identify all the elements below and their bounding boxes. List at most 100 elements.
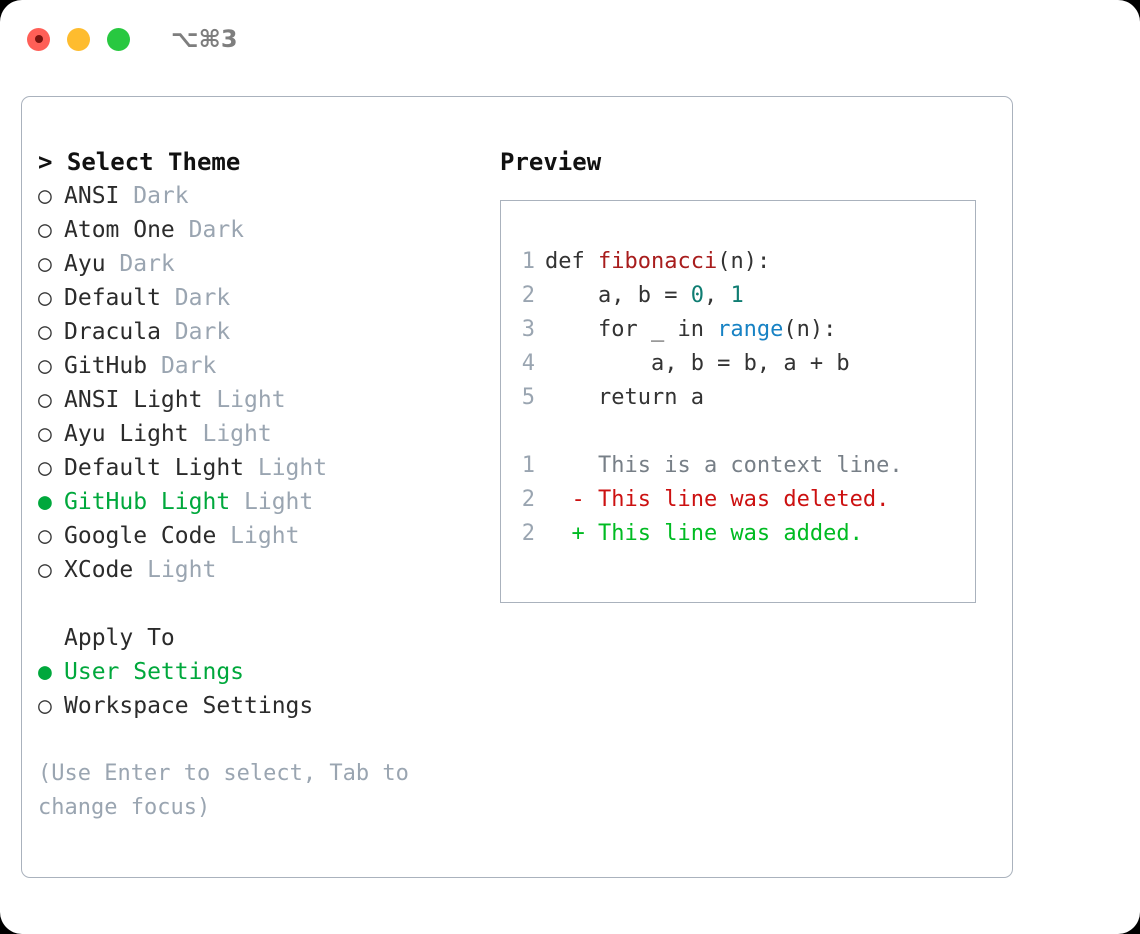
diff-sign: + — [545, 521, 598, 546]
code-token: (n): — [783, 317, 837, 342]
theme-name: ANSI — [64, 183, 120, 209]
line-number: 2 — [521, 283, 535, 308]
code-token: def — [545, 249, 598, 274]
close-button[interactable] — [27, 27, 50, 51]
theme-name: GitHub Light — [64, 489, 231, 515]
radio-unselected-icon: ○ — [38, 421, 52, 447]
apply-to-section: Apply To ● User Settings ○ Workspace Settin… — [38, 621, 478, 723]
radio-unselected-icon: ○ — [38, 693, 52, 719]
apply-to-list: ● User Settings ○ Workspace Settings — [38, 655, 478, 723]
traffic-light-buttons — [27, 27, 130, 51]
diff-text: This line was added. — [597, 521, 863, 546]
theme-list-item[interactable]: ○ Default Light Light — [38, 451, 478, 485]
theme-category-tag: Light — [188, 421, 272, 447]
theme-name: XCode — [64, 557, 134, 583]
code-line: 1 def fibonacci(n): — [501, 245, 975, 279]
theme-list-item[interactable]: ● GitHub Light Light — [38, 485, 478, 519]
line-number: 1 — [521, 249, 535, 274]
selection-caret: > — [38, 148, 53, 176]
theme-category-tag: Dark — [160, 285, 231, 311]
code-line: 4 a, b = b, a + b — [501, 347, 975, 381]
code-token: (n): — [717, 249, 771, 274]
code-line: 5 return a — [501, 381, 975, 415]
theme-category-tag: Dark — [119, 183, 189, 209]
diff-line: 2 + This line was added. — [501, 517, 975, 551]
theme-list-item[interactable]: ○ Ayu Light Light — [38, 417, 478, 451]
radio-unselected-icon: ○ — [38, 183, 52, 209]
theme-list-item[interactable]: ○ Atom One Dark — [38, 213, 478, 247]
theme-category-tag: Light — [216, 523, 300, 549]
line-number: 5 — [521, 385, 535, 410]
theme-list-item[interactable]: ○Ayu Dark — [38, 247, 478, 281]
apply-to-heading-text: Apply To — [64, 625, 175, 651]
main-panel: > Select Theme ○ANSI Dark○Atom One Dark○… — [21, 96, 1013, 878]
diff-line: 1 This is a context line. — [501, 449, 975, 483]
radio-selected-icon: ● — [38, 489, 52, 515]
theme-name: GitHub — [64, 353, 148, 379]
code-token: a, b = b, a + b — [545, 351, 850, 376]
theme-list-item[interactable]: ○GitHub Dark — [38, 349, 478, 383]
theme-category-tag: Light — [133, 557, 217, 583]
theme-selection-column: > Select Theme ○ANSI Dark○Atom One Dark○… — [38, 145, 478, 825]
diff-text: This line was deleted. — [597, 487, 890, 512]
code-diff-separator — [501, 415, 975, 449]
code-token: , — [703, 283, 731, 308]
keyboard-shortcut-label: ⌥⌘3 — [171, 25, 238, 53]
line-number: 2 — [521, 487, 535, 512]
diff-text: This is a context line. — [597, 453, 903, 478]
code-token: 0 — [690, 283, 704, 308]
radio-unselected-icon: ○ — [38, 455, 52, 481]
apply-to-option-label: User Settings — [64, 659, 245, 685]
theme-name: Default — [64, 285, 161, 311]
keyboard-hint: (Use Enter to select, Tab to change focu… — [38, 761, 423, 820]
code-token: for _ in — [545, 317, 718, 342]
minimize-button[interactable] — [67, 27, 90, 51]
theme-list-item[interactable]: ○ XCode Light — [38, 553, 478, 587]
radio-unselected-icon: ○ — [38, 285, 52, 311]
apply-to-heading: Apply To — [38, 621, 478, 655]
theme-name: Ayu Light — [64, 421, 189, 447]
radio-unselected-icon: ○ — [38, 557, 52, 583]
theme-name: Default Light — [64, 455, 245, 481]
theme-name: Atom One — [64, 217, 175, 243]
diff-line: 2 - This line was deleted. — [501, 483, 975, 517]
apply-to-option-label: Workspace Settings — [64, 693, 314, 719]
theme-name: Ayu — [64, 251, 106, 277]
line-number: 2 — [521, 521, 535, 546]
theme-category-tag: Light — [230, 489, 314, 515]
apply-to-option[interactable]: ○ Workspace Settings — [38, 689, 478, 723]
code-token: range — [717, 317, 784, 342]
code-token: 1 — [730, 283, 744, 308]
theme-list-item[interactable]: ○ Default Dark — [38, 281, 478, 315]
theme-name: Dracula — [64, 319, 161, 345]
theme-list: ○ANSI Dark○Atom One Dark○Ayu Dark○Defaul… — [38, 179, 478, 587]
theme-category-tag: Light — [244, 455, 328, 481]
code-token: a, b = — [545, 283, 691, 308]
diff-sign: - — [545, 487, 598, 512]
theme-list-item[interactable]: ○ ANSI Dark — [38, 179, 478, 213]
theme-list-item[interactable]: ○ Dracula Dark — [38, 315, 478, 349]
theme-list-item[interactable]: ○Google Code Light — [38, 519, 478, 553]
theme-category-tag: Dark — [160, 319, 231, 345]
code-line: 3 for _ in range(n): — [501, 313, 975, 347]
radio-unselected-icon: ○ — [38, 217, 52, 243]
apply-to-option[interactable]: ● User Settings — [38, 655, 478, 689]
theme-category-tag: Dark — [105, 251, 175, 277]
page-title: > Select Theme — [38, 145, 478, 179]
radio-unselected-icon: ○ — [38, 319, 52, 345]
zoom-button[interactable] — [107, 27, 130, 51]
line-number: 4 — [521, 351, 535, 376]
theme-list-item[interactable]: ○ANSI Light Light — [38, 383, 478, 417]
theme-category-tag: Dark — [174, 217, 245, 243]
radio-unselected-icon: ○ — [38, 353, 52, 379]
page-title-text: Select Theme — [66, 148, 241, 176]
line-number: 1 — [521, 453, 535, 478]
radio-selected-icon: ● — [38, 659, 52, 685]
titlebar: ⌥⌘3 — [0, 0, 1140, 78]
code-token: fibonacci — [597, 249, 718, 274]
theme-category-tag: Light — [202, 387, 286, 413]
